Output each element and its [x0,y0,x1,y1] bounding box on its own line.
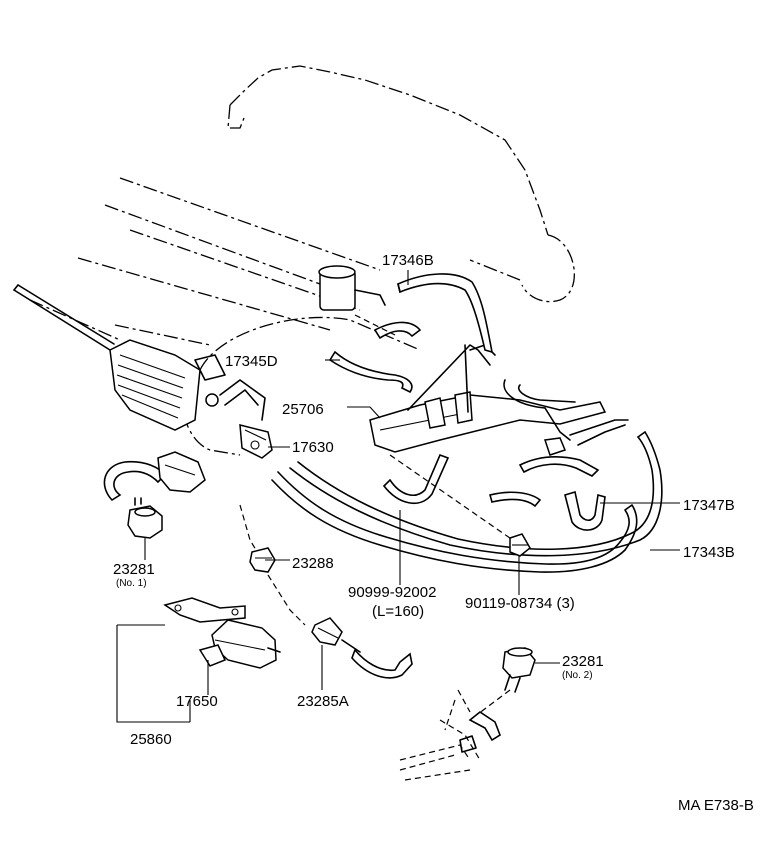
label-23285a: 23285A [297,693,349,710]
sensor-17630-shape [239,424,273,459]
bolt-90119-shape [389,454,531,557]
hose-17345d-shape [328,321,422,394]
label-90119-08734: 90119-08734 (3) [465,595,575,612]
hose-17346b-shape [397,273,494,354]
label-23288: 23288 [292,555,334,572]
hose-90999-shape [382,453,450,504]
valve-23288-shape [239,504,306,626]
vacuum-tank-no1-shape [127,497,163,539]
label-25706: 25706 [282,401,324,418]
label-90999-92002: 90999-92002 [348,584,436,601]
bolt-icon [205,393,219,407]
label-17343b: 17343B [683,544,735,561]
lower-hoses [399,689,511,781]
label-17345d: 17345D [225,353,278,370]
hose-loop-left [103,451,206,502]
vsv-bracket-25706-shape [369,344,629,456]
label-23281-no1-sub: (No. 1) [116,578,147,589]
label-90999-length: (L=160) [372,603,424,620]
label-23281-no2: 23281 [562,653,604,670]
diagram-reference: MA E738-B [678,797,754,814]
part-labels: 17346B 17345D 25706 17630 23281 (No. 1) … [113,252,754,814]
oil-filler [318,265,396,336]
hose-17343b-shape [271,431,663,573]
throttle-rod [13,284,121,351]
label-17347b: 17347B [683,497,735,514]
hose-17347b-shape [489,455,606,531]
label-23281-no2-sub: (No. 2) [562,670,593,681]
vacuum-tank-no2-shape [502,647,536,693]
label-17650: 17650 [176,693,218,710]
leader-lines [116,270,680,723]
label-17630: 17630 [292,439,334,456]
throttle-body [109,339,266,431]
label-17346b: 17346B [382,252,434,269]
label-23281-no1: 23281 [113,561,155,578]
filter-23285a-shape [311,617,413,679]
vsv-assembly-25860-shape [163,597,281,669]
label-25860: 25860 [130,731,172,748]
